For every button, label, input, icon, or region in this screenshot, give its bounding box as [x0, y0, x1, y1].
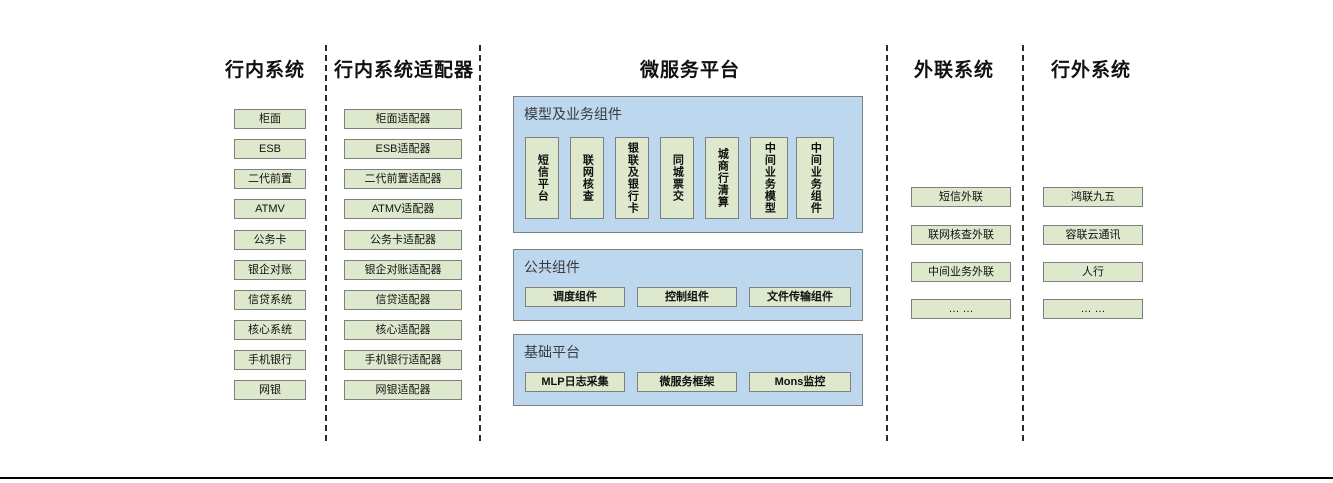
panel-title-base-platform: 基础平台 [524, 344, 580, 360]
column-heading-inner-adapters: 行内系统适配器 [333, 60, 474, 81]
node-base-platform-2[interactable]: Mons监控 [749, 372, 851, 392]
column-heading-microservice-platform: 微服务平台 [639, 60, 740, 81]
node-inner-system-3[interactable]: ATMV [234, 199, 306, 219]
node-inner-adapter-5[interactable]: 银企对账适配器 [344, 260, 462, 280]
node-outside-bank-2[interactable]: 人行 [1043, 262, 1143, 282]
panel-title-model-business-components: 模型及业务组件 [524, 106, 622, 122]
node-inner-system-7[interactable]: 核心系统 [234, 320, 306, 340]
node-inner-system-9[interactable]: 网银 [234, 380, 306, 400]
node-external-link-3[interactable]: … … [911, 299, 1011, 319]
node-model-component-1[interactable]: 联网核查 [570, 137, 604, 219]
divider-inner-systems-adapters [325, 45, 327, 441]
node-model-component-6[interactable]: 中间业务组件 [796, 137, 834, 219]
node-inner-system-5[interactable]: 银企对账 [234, 260, 306, 280]
node-public-component-0[interactable]: 调度组件 [525, 287, 625, 307]
node-inner-adapter-0[interactable]: 柜面适配器 [344, 109, 462, 129]
divider-adapters-platform [479, 45, 481, 441]
node-model-component-0[interactable]: 短信平台 [525, 137, 559, 219]
node-external-link-1[interactable]: 联网核查外联 [911, 225, 1011, 245]
node-inner-adapter-6[interactable]: 信贷适配器 [344, 290, 462, 310]
node-inner-system-2[interactable]: 二代前置 [234, 169, 306, 189]
node-inner-adapter-9[interactable]: 网银适配器 [344, 380, 462, 400]
node-public-component-2[interactable]: 文件传输组件 [749, 287, 851, 307]
node-external-link-2[interactable]: 中间业务外联 [911, 262, 1011, 282]
panel-title-public-components: 公共组件 [524, 259, 580, 275]
panel-public-components [513, 249, 863, 321]
node-inner-system-6[interactable]: 信贷系统 [234, 290, 306, 310]
node-inner-adapter-7[interactable]: 核心适配器 [344, 320, 462, 340]
node-model-component-2[interactable]: 银联及银行卡 [615, 137, 649, 219]
node-outside-bank-1[interactable]: 容联云通讯 [1043, 225, 1143, 245]
column-heading-inner-systems: 行内系统 [224, 60, 305, 81]
node-base-platform-0[interactable]: MLP日志采集 [525, 372, 625, 392]
node-inner-system-8[interactable]: 手机银行 [234, 350, 306, 370]
node-inner-system-1[interactable]: ESB [234, 139, 306, 159]
node-model-component-4[interactable]: 城商行清算 [705, 137, 739, 219]
node-model-component-3[interactable]: 同城票交 [660, 137, 694, 219]
node-outside-bank-3[interactable]: … … [1043, 299, 1143, 319]
node-external-link-0[interactable]: 短信外联 [911, 187, 1011, 207]
page-bottom-rule [0, 477, 1333, 479]
node-base-platform-1[interactable]: 微服务框架 [637, 372, 737, 392]
column-heading-external-link-systems: 外联系统 [913, 60, 994, 81]
node-inner-adapter-1[interactable]: ESB适配器 [344, 139, 462, 159]
node-inner-system-4[interactable]: 公务卡 [234, 230, 306, 250]
node-inner-adapter-8[interactable]: 手机银行适配器 [344, 350, 462, 370]
column-heading-outside-bank-systems: 行外系统 [1050, 60, 1131, 81]
divider-external-outside [1022, 45, 1024, 441]
divider-platform-external [886, 45, 888, 441]
node-inner-adapter-2[interactable]: 二代前置适配器 [344, 169, 462, 189]
node-outside-bank-0[interactable]: 鸿联九五 [1043, 187, 1143, 207]
node-inner-adapter-3[interactable]: ATMV适配器 [344, 199, 462, 219]
panel-base-platform [513, 334, 863, 406]
node-inner-adapter-4[interactable]: 公务卡适配器 [344, 230, 462, 250]
node-model-component-5[interactable]: 中间业务模型 [750, 137, 788, 219]
node-inner-system-0[interactable]: 柜面 [234, 109, 306, 129]
node-public-component-1[interactable]: 控制组件 [637, 287, 737, 307]
